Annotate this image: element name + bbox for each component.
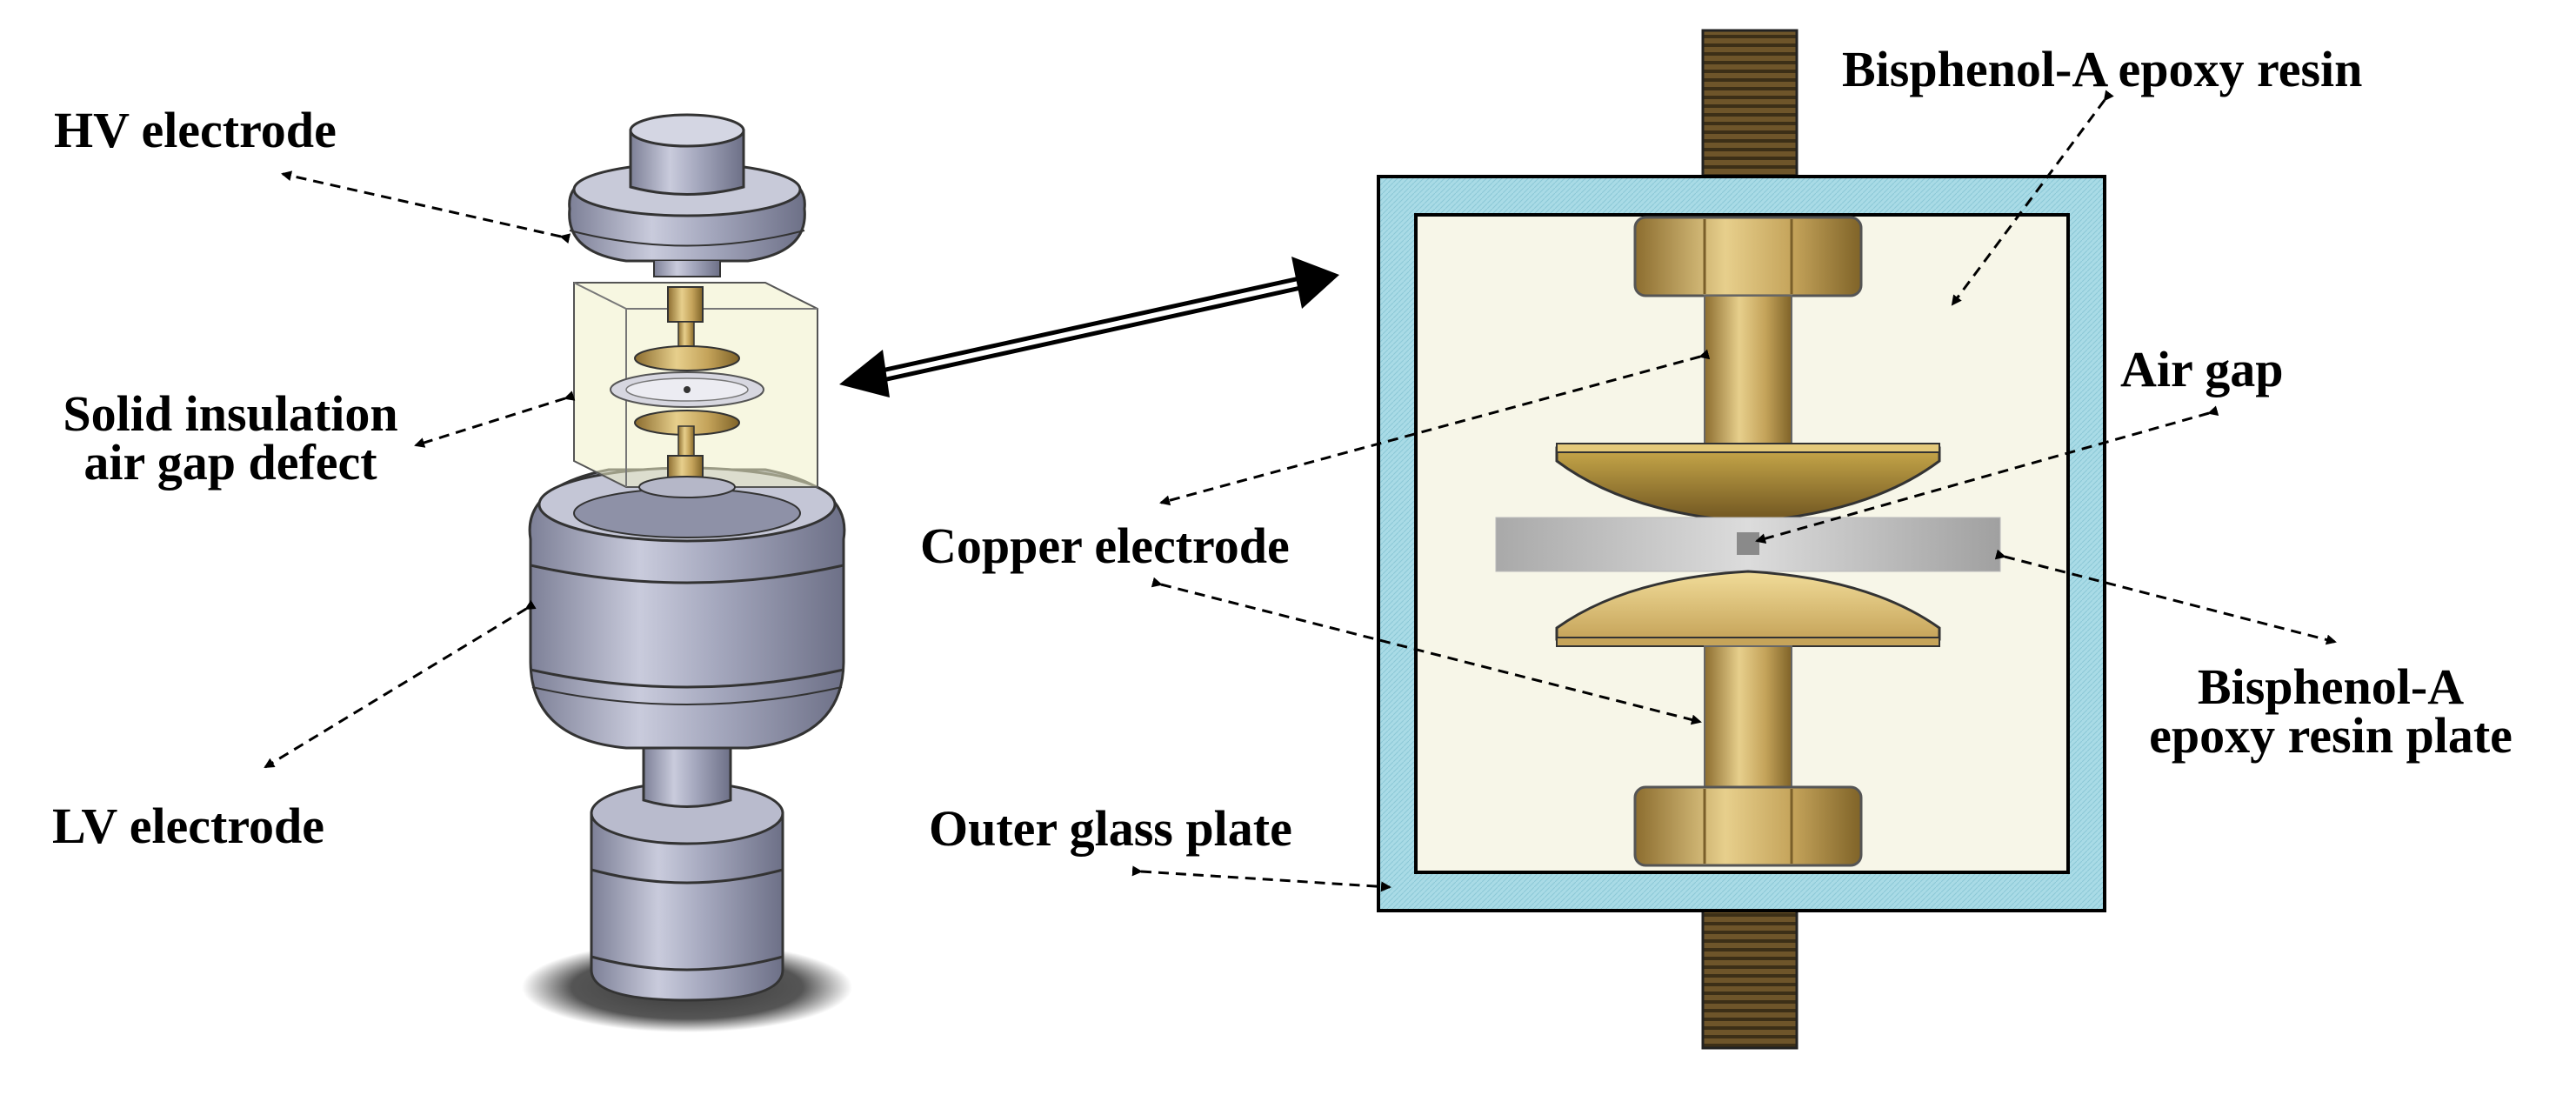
cross-section — [1377, 29, 2106, 1050]
air-gap-void — [1737, 532, 1759, 555]
label-epoxy-plate-line1: Bisphenol-A — [2197, 658, 2465, 715]
label-solid-insulation-line1: Solid insulation — [63, 385, 398, 442]
leader-lines — [264, 90, 2337, 892]
leader-air-gap — [1755, 405, 2219, 544]
label-hv-electrode: HV electrode — [54, 102, 337, 158]
leader-lv — [264, 599, 537, 769]
leader-glass — [1131, 865, 1391, 892]
label-lv-electrode: LV electrode — [52, 798, 325, 854]
label-epoxy-plate-line2: epoxy resin plate — [2149, 707, 2513, 764]
threaded-rod-bottom — [1701, 907, 1799, 1050]
threaded-rod-top — [1701, 29, 1799, 184]
leader-insulation — [414, 391, 576, 448]
zoom-arrow — [839, 257, 1339, 397]
lv-neck — [642, 738, 732, 808]
label-solid-insulation: Solid insulation air gap defect — [26, 385, 435, 491]
hv-electrode-body — [568, 113, 806, 277]
test-cell-3d — [522, 113, 852, 1032]
leader-epoxy — [1951, 90, 2114, 306]
lv-electrode-body — [528, 466, 846, 750]
label-outer-glass-plate: Outer glass plate — [929, 800, 1292, 857]
leader-hv — [281, 170, 571, 244]
top-brass-nut — [1633, 216, 1863, 297]
label-air-gap: Air gap — [2120, 341, 2284, 397]
leader-epoxy-plate — [1994, 549, 2337, 645]
upper-copper-rod — [1704, 295, 1792, 449]
insulation-cube — [573, 282, 818, 498]
lower-copper-rod — [1704, 645, 1792, 788]
lv-base-cylinder — [590, 781, 784, 1002]
label-solid-insulation-line2: air gap defect — [83, 434, 377, 491]
leader-copper-upper — [1159, 349, 1711, 506]
label-copper-electrode: Copper electrode — [920, 517, 1290, 574]
label-epoxy-resin: Bisphenol-A epoxy resin — [1842, 41, 2363, 97]
leader-copper-lower — [1151, 577, 1702, 725]
bottom-brass-nut — [1633, 785, 1863, 867]
label-epoxy-plate: Bisphenol-A epoxy resin plate — [2105, 658, 2557, 764]
